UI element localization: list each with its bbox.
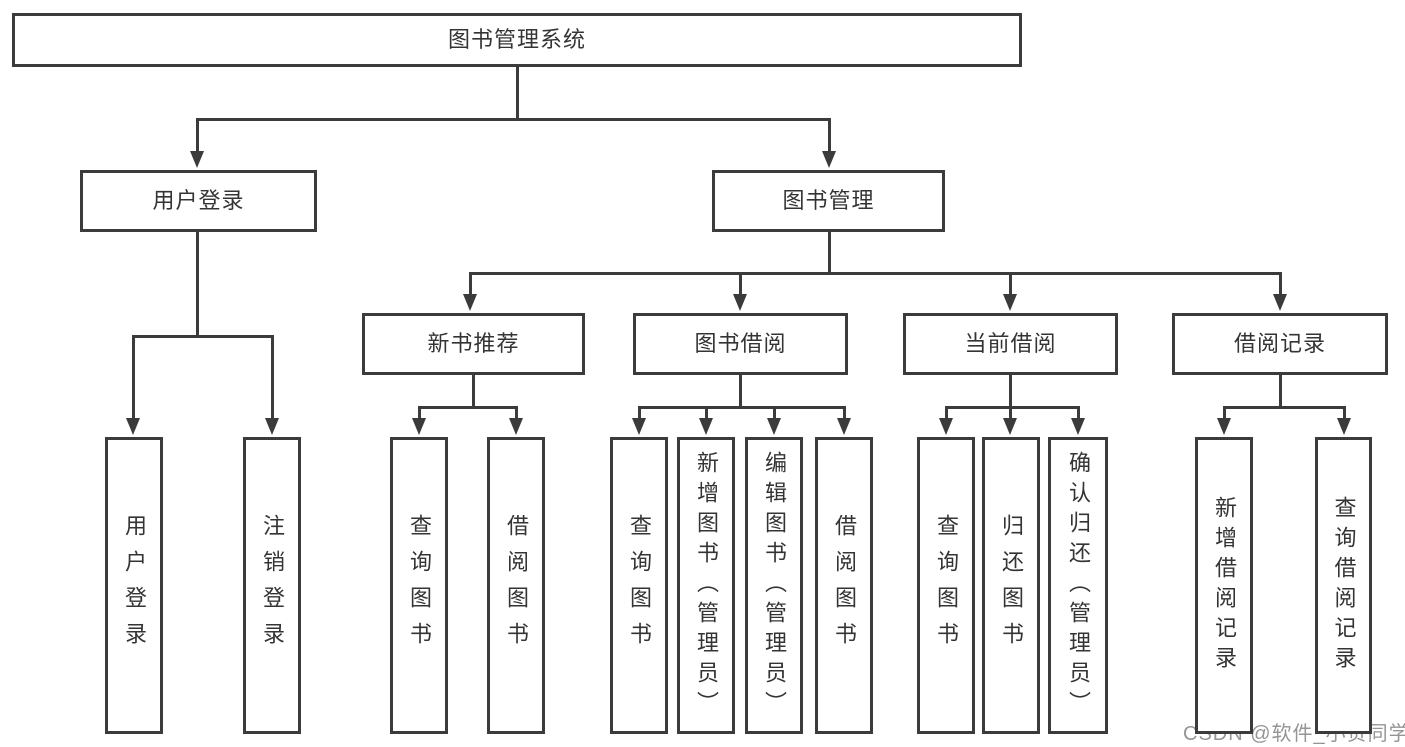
arrowhead-icon: [733, 294, 747, 311]
connector-drop: [944, 406, 948, 421]
arrowhead-icon: [632, 418, 646, 435]
arrowhead-icon: [1003, 418, 1017, 435]
connector-drop: [772, 406, 776, 421]
connector-bar: [417, 406, 518, 409]
arrowhead-icon: [837, 418, 851, 435]
node-label: 查询图书: [934, 513, 959, 658]
node-label: 图书管理系统: [447, 27, 586, 52]
node-label: 查询图书: [407, 513, 432, 658]
connector-drop: [738, 272, 742, 297]
node-leaf-edit-books-admin: 编辑图书（管理员）: [745, 437, 803, 734]
node-leaf-query-borrow-record: 查询借阅记录: [1315, 437, 1372, 734]
node-leaf-user-login: 用户登录: [105, 437, 163, 734]
arrowhead-icon: [126, 418, 140, 435]
arrowhead-icon: [822, 151, 836, 168]
connector-drop: [131, 335, 135, 421]
node-borrowing-records: 借阅记录: [1172, 313, 1388, 375]
connector-drop: [1342, 406, 1346, 421]
arrowhead-icon: [463, 294, 477, 311]
connector-drop: [637, 406, 641, 421]
connector-drop: [704, 406, 708, 421]
node-leaf-borrow-books-2: 借阅图书: [815, 437, 873, 734]
arrowhead-icon: [1071, 418, 1085, 435]
node-leaf-return-books: 归还图书: [982, 437, 1040, 734]
connector-bar: [468, 272, 1282, 275]
connector-bar: [131, 335, 274, 338]
node-label: 查询借阅记录: [1331, 495, 1357, 676]
node-label: 用户登录: [122, 513, 147, 658]
arrowhead-icon: [412, 418, 426, 435]
node-label: 借阅图书: [832, 513, 857, 658]
node-label: 借阅记录: [1233, 331, 1326, 356]
connector-drop: [1008, 272, 1012, 297]
arrowhead-icon: [1217, 418, 1231, 435]
node-leaf-add-borrow-record: 新增借阅记录: [1195, 437, 1253, 734]
node-label: 归还图书: [999, 513, 1024, 658]
connector-drop: [468, 272, 472, 297]
connector-drop: [1278, 272, 1282, 297]
connector-stem: [1278, 374, 1282, 406]
node-label: 新增图书（管理员）: [694, 450, 719, 721]
node-label: 图书管理: [782, 188, 875, 213]
node-label: 新书推荐: [427, 331, 520, 356]
node-new-book-recommend: 新书推荐: [362, 313, 585, 375]
connector-stem: [195, 231, 199, 335]
node-label: 查询图书: [627, 513, 652, 658]
connector-bar: [195, 118, 831, 121]
node-label: 注销登录: [260, 513, 285, 658]
node-label: 用户登录: [152, 188, 245, 213]
connector-drop: [1222, 406, 1226, 421]
node-label: 当前借阅: [964, 331, 1057, 356]
node-leaf-borrow-books-1: 借阅图书: [487, 437, 545, 734]
node-leaf-query-books-2: 查询图书: [610, 437, 668, 734]
connector-drop: [1076, 406, 1080, 421]
arrowhead-icon: [1273, 294, 1287, 311]
connector-drop: [195, 118, 199, 154]
arrowhead-icon: [939, 418, 953, 435]
connector-stem: [515, 66, 519, 118]
connector-stem: [471, 374, 475, 406]
arrowhead-icon: [1003, 294, 1017, 311]
node-leaf-confirm-return-admin: 确认归还（管理员）: [1048, 437, 1108, 734]
node-leaf-query-books-3: 查询图书: [917, 437, 975, 734]
connector-drop: [1008, 406, 1012, 421]
node-root: 图书管理系统: [12, 13, 1022, 67]
connector-bar: [944, 406, 1080, 409]
node-label: 新增借阅记录: [1212, 495, 1237, 676]
connector-stem: [738, 374, 742, 406]
arrowhead-icon: [509, 418, 523, 435]
node-book-borrowing: 图书借阅: [633, 313, 848, 375]
connector-drop: [842, 406, 846, 421]
node-label: 借阅图书: [504, 513, 529, 658]
connector-bar: [637, 406, 846, 409]
arrowhead-icon: [767, 418, 781, 435]
connector-bar: [1222, 406, 1346, 409]
connector-drop: [827, 118, 831, 154]
node-leaf-add-books-admin: 新增图书（管理员）: [677, 437, 735, 734]
arrowhead-icon: [190, 151, 204, 168]
node-user-login-branch: 用户登录: [80, 170, 317, 232]
connector-stem: [1008, 374, 1012, 406]
node-current-borrowing: 当前借阅: [903, 313, 1118, 375]
connector-stem: [827, 231, 831, 272]
node-book-management-branch: 图书管理: [712, 170, 945, 232]
connector-drop: [417, 406, 421, 421]
arrowhead-icon: [265, 418, 279, 435]
node-label: 图书借阅: [694, 331, 787, 356]
node-label: 确认归还（管理员）: [1066, 450, 1091, 721]
arrowhead-icon: [699, 418, 713, 435]
connector-drop: [270, 335, 274, 421]
connector-drop: [514, 406, 518, 421]
node-label: 编辑图书（管理员）: [762, 450, 787, 721]
arrowhead-icon: [1337, 418, 1351, 435]
node-leaf-logout: 注销登录: [243, 437, 301, 734]
node-leaf-query-books-1: 查询图书: [390, 437, 448, 734]
